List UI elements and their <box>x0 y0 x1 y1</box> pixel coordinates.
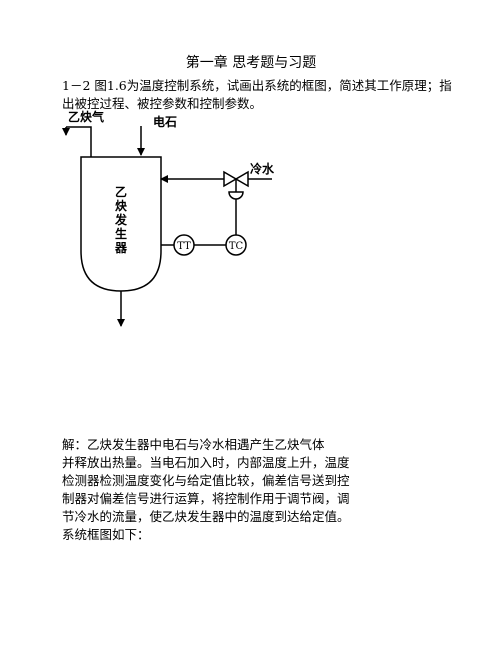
answer-line-3: 检测器检测温度变化与给定值比较，偏差信号送到控 <box>62 473 350 488</box>
answer-line-2: 并释放出热量。当电石加入时，内部温度上升，温度 <box>62 455 350 470</box>
vessel-label-char-3: 发 <box>114 212 128 227</box>
question-line-2: 出被控过程、被控参数和控制参数。 <box>62 96 263 111</box>
tt-label: TT <box>177 241 191 252</box>
cold-water-label: 冷水 <box>250 161 275 176</box>
acetylene-generator-vessel <box>80 156 162 292</box>
vessel-label-char-5: 器 <box>114 241 128 255</box>
answer-line-5: 节冷水的流量，使乙炔发生器中的温度到达给定值。 <box>62 509 350 524</box>
gas-label: 乙炔气 <box>68 109 104 124</box>
vessel-label-char-4: 生 <box>115 226 127 241</box>
chapter-title: 第一章 思考题与习题 <box>185 55 317 71</box>
vessel-label-char-1: 乙 <box>115 185 127 199</box>
answer-line-1: 解：乙炔发生器中电石与冷水相遇产生乙炔气体 <box>62 437 325 452</box>
answer-line-4: 制器对偏差信号进行运算，将控制作用于调节阀，调 <box>62 491 350 506</box>
answer-line-6: 系统框图如下： <box>62 527 150 542</box>
tc-controller-circle <box>225 234 247 256</box>
gas-outlet-pipe <box>62 126 92 157</box>
question-line-1: 1－2 图1.6为温度控制系统，试画出系统的框图，简述其工作原理；指 <box>62 78 452 93</box>
vessel-label-char-2: 炔 <box>115 198 127 213</box>
control-valve-icon <box>223 170 249 200</box>
tc-label: TC <box>229 241 244 252</box>
carbide-label: 电石 <box>153 114 177 129</box>
